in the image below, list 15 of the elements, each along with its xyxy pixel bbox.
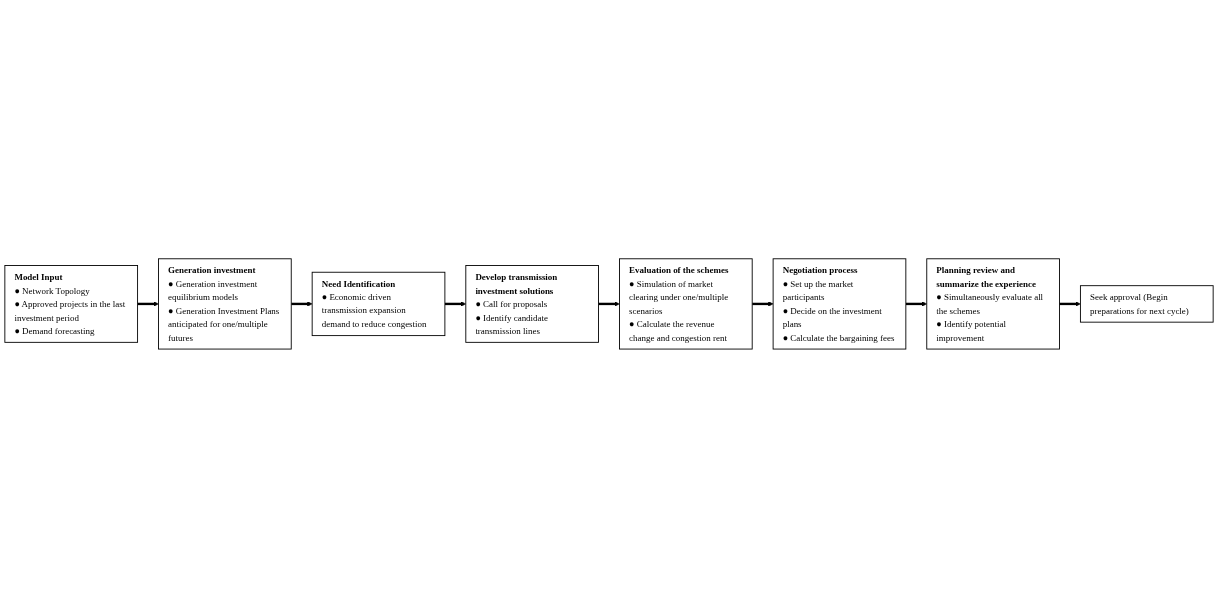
node-box: Need Identification ● Economic driven transmission expansion demand to reduce congestion (311, 271, 446, 337)
arrow (291, 301, 313, 307)
arrow (1059, 301, 1081, 307)
arrow (444, 301, 467, 307)
node-box: Seek approval (Begin preparations for next cycle) (1079, 285, 1214, 323)
arrow (905, 301, 927, 307)
node-box: Model Input ● Network Topology ● Approved projects in the last investment period ● Demand forecasting (4, 265, 139, 343)
node-box: Negotiation process ● Set up the market participants ● Decide on the investment plans ● Calculate the bargaining fees (772, 258, 907, 350)
node-box: Generation investment ● Generation investment equilibrium models ● Generation Investment Plans anticipated for one/multiple futures (158, 258, 292, 350)
arrow (598, 301, 620, 307)
node-box: Develop transmission investment solutions ● Call for proposals ● Identify candidate transmission lines (465, 265, 599, 343)
arrow (752, 301, 774, 307)
node-box: Planning review and summarize the experience ● Simultaneously evaluate all the schemes ● Identify potential improvement (926, 258, 1060, 350)
node-box: Evaluation of the schemes ● Simulation of market clearing under one/multiple scenarios ● Calculate the revenue change and congestion rent (619, 258, 753, 350)
arrow (137, 301, 159, 307)
